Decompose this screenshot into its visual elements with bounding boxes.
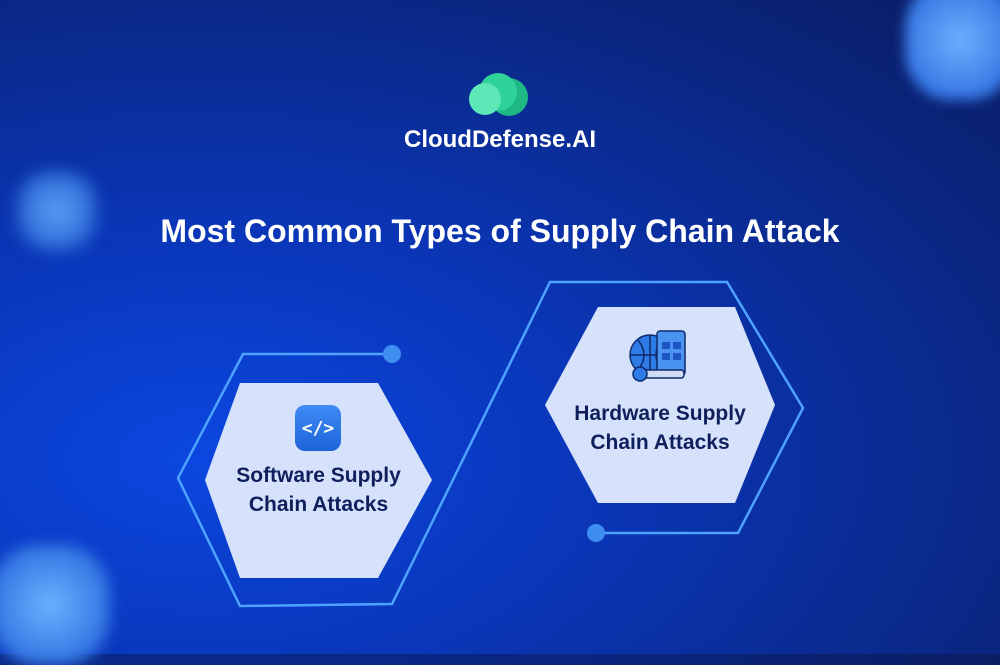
connector-dot-bottom <box>587 524 605 542</box>
hardware-hexagon <box>545 307 775 503</box>
decorative-shield-bottom-left <box>0 545 110 665</box>
brand-name: CloudDefense.AI <box>403 126 597 153</box>
software-attacks-label: Software Supply Chain Attacks <box>205 461 432 519</box>
page-title: Most Common Types of Supply Chain Attack <box>160 213 840 249</box>
decorative-shield-left <box>18 172 96 250</box>
hardware-globe-wrench-icon <box>629 330 686 382</box>
hardware-attacks-label: Hardware Supply Chain Attacks <box>545 399 775 457</box>
cloud-logo-icon <box>469 73 528 116</box>
software-hexagon <box>205 383 432 578</box>
label-line-2: Chain Attacks <box>590 431 730 454</box>
label-line-1: Software Supply <box>236 464 401 487</box>
connector-outline <box>176 280 805 608</box>
code-icon: </> <box>295 405 341 451</box>
connector-dot-top <box>383 345 401 363</box>
label-line-1: Hardware Supply <box>574 402 746 425</box>
label-line-2: Chain Attacks <box>248 493 389 516</box>
brand-logo <box>0 72 1000 125</box>
decorative-shield-top-right <box>905 0 1000 100</box>
